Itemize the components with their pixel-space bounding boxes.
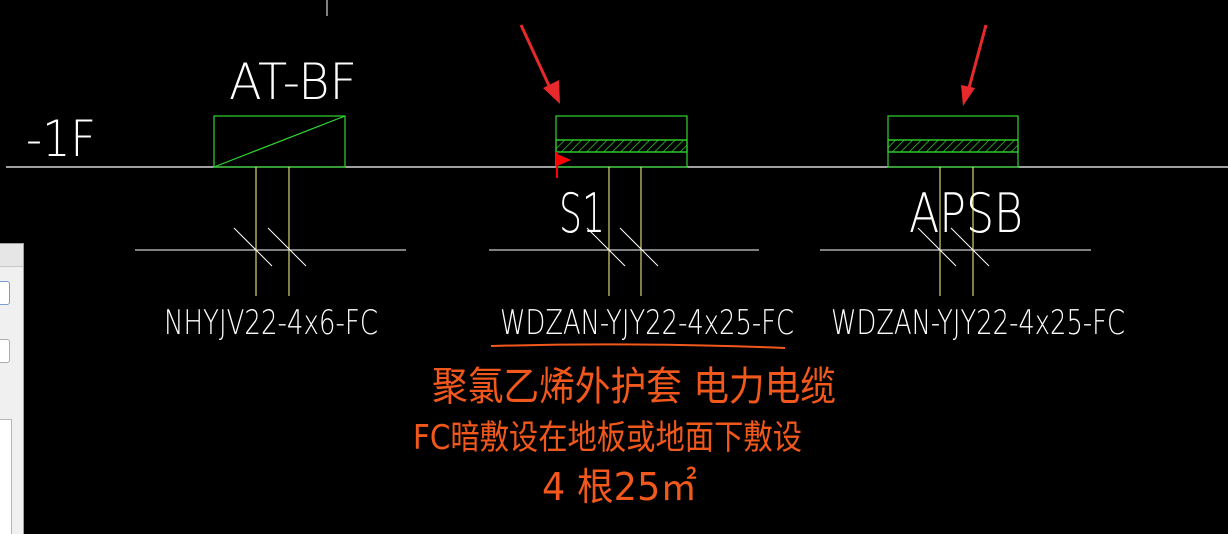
panel-s1[interactable]: S1 WDZAN-YJY22-4x25-FC: [489, 24, 794, 349]
annotation-line-3: 4 根25㎡: [542, 465, 697, 509]
cable-slash-apsb-b: [950, 227, 990, 267]
floor-label: -1F: [26, 110, 96, 168]
panel-diagonal-at-bf: [213, 115, 346, 168]
panel-box-at-bf: [213, 115, 346, 168]
cable-spec-s1: WDZAN-YJY22-4x25-FC: [500, 303, 794, 343]
panel-label-s1: S1: [559, 182, 605, 245]
cable-slash-apsb-a: [917, 227, 957, 267]
side-panel-list[interactable]: [0, 419, 12, 534]
cable-spec-at-bf: NHYJV22-4x6-FC: [164, 303, 378, 343]
cable-slash-s1-b: [619, 227, 659, 267]
cable-slash-at-bf-a: [233, 227, 273, 267]
panel-apsb[interactable]: APSB WDZAN-YJY22-4x25-FC: [820, 24, 1125, 343]
side-panel[interactable]: [0, 243, 24, 534]
cable-annotation: 聚氯乙烯外护套 电力电缆 FC暗敷设在地板或地面下敷设 4 根25㎡: [413, 364, 836, 509]
panel-hatch-apsb: [887, 139, 1019, 153]
side-panel-button-primary[interactable]: [0, 281, 10, 305]
side-panel-button-secondary[interactable]: [0, 339, 10, 363]
red-arrow-icon: [961, 24, 988, 106]
red-arrow-icon: [519, 24, 560, 104]
red-flag-icon: [556, 152, 571, 178]
panel-hatch-s1: [555, 139, 688, 153]
annotation-line-2: FC暗敷设在地板或地面下敷设: [413, 418, 802, 458]
cable-slash-s1-a: [586, 227, 626, 267]
annotation-line-1: 聚氯乙烯外护套 电力电缆: [432, 364, 836, 410]
panel-label-at-bf: AT-BF: [229, 53, 357, 111]
cable-spec-apsb: WDZAN-YJY22-4x25-FC: [831, 303, 1125, 343]
panel-label-apsb: APSB: [909, 182, 1023, 245]
panel-at-bf[interactable]: AT-BF NHYJV22-4x6-FC: [135, 53, 406, 343]
cable-spec-underline-s1: [490, 343, 786, 349]
cable-slash-at-bf-b: [267, 227, 307, 267]
side-panel-titlebar[interactable]: [0, 244, 23, 267]
